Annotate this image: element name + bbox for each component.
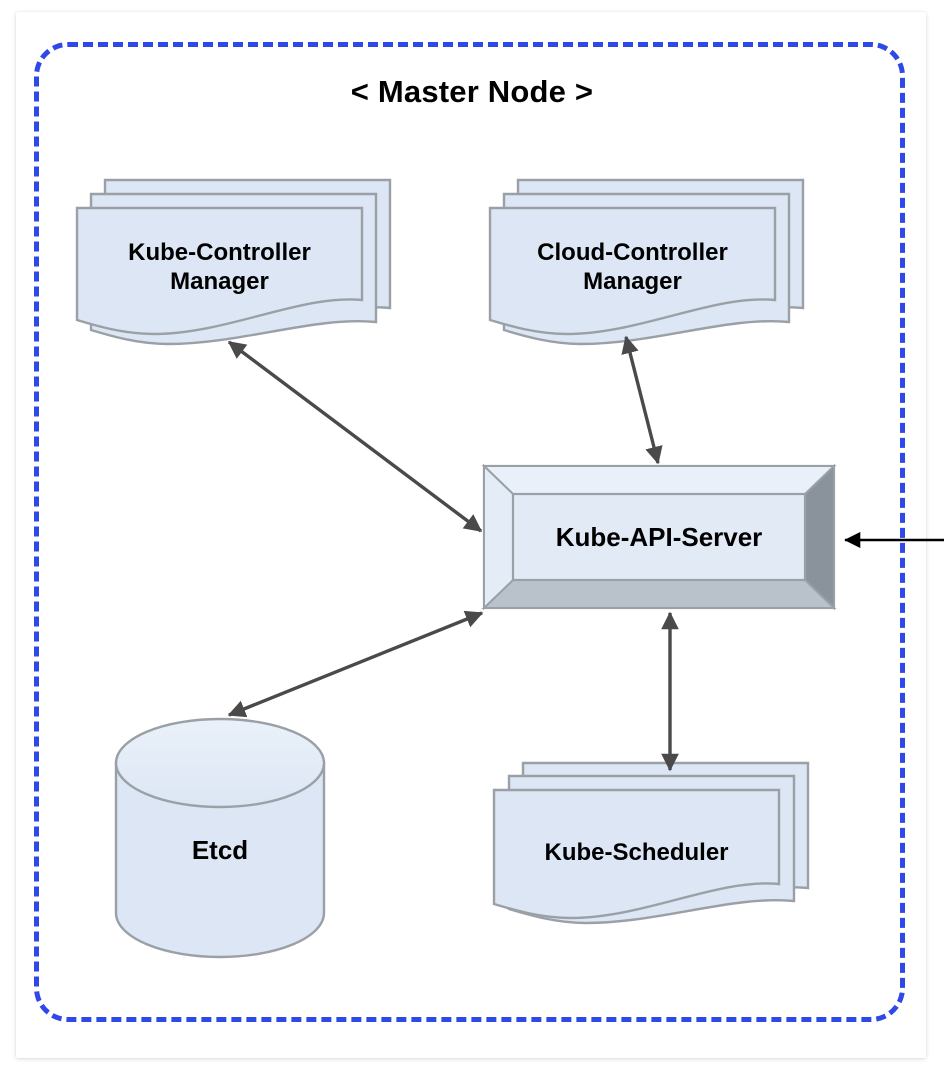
connector-kube-controller-manager--kube-api-server bbox=[227, 340, 483, 533]
etcd-cylinder-top bbox=[114, 717, 326, 809]
node-cloud-controller-manager[interactable] bbox=[488, 178, 805, 346]
connector-cloud-controller-manager--kube-api-server bbox=[621, 335, 663, 465]
master-node-boundary bbox=[34, 42, 905, 1022]
kube-api-server-bevel-bottom bbox=[481, 579, 837, 609]
kube-controller-manager-stack-layer-1 bbox=[75, 206, 364, 336]
kube-api-server-face bbox=[511, 492, 807, 582]
etcd-cylinder-body bbox=[114, 761, 326, 959]
master-node-title: < Master Node > bbox=[350, 74, 594, 109]
kube-api-server-bevel-top bbox=[481, 465, 837, 495]
kube-scheduler-stack-layer-1 bbox=[492, 788, 781, 920]
cloud-controller-manager-stack-layer-1 bbox=[488, 206, 777, 336]
node-etcd[interactable] bbox=[114, 717, 326, 959]
node-kube-scheduler[interactable] bbox=[492, 761, 810, 925]
node-kube-api-server[interactable] bbox=[481, 463, 837, 611]
node-kube-controller-manager[interactable] bbox=[75, 178, 392, 346]
connector-etcd--kube-api-server bbox=[227, 610, 484, 718]
